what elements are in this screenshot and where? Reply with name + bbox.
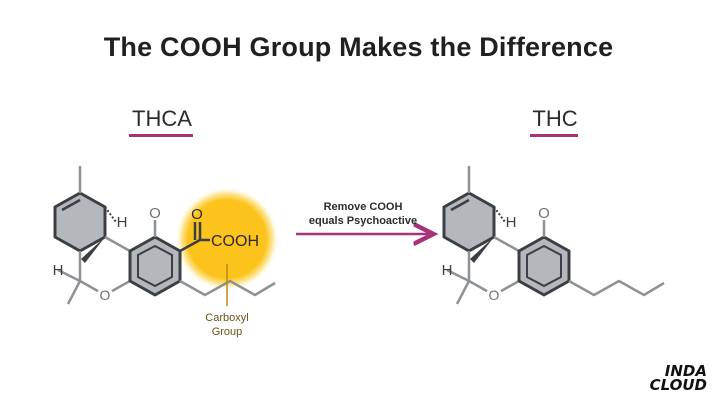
gem-methyl-2 (66, 280, 82, 305)
thc-wedge-lower (470, 237, 494, 263)
carboxyl-text: COOH (211, 233, 259, 250)
arrow-label-line1: Remove COOH (324, 201, 403, 213)
logo-line2: CLOUD (649, 376, 707, 394)
thca-ring-o: O (100, 287, 111, 303)
carboxyl-label-line2: Group (212, 326, 243, 338)
thc-hash-upper (493, 206, 506, 223)
carboxyl-bond (179, 238, 201, 253)
thc-gem-methyl-1 (446, 268, 470, 283)
ring-a-double-bond (61, 198, 81, 212)
thc-ring-b (467, 235, 521, 297)
thc-ring-a-double-bond (450, 198, 470, 212)
carboxyl-highlight (175, 187, 279, 291)
thc-pentyl-chain (568, 279, 665, 297)
thc-h-upper: H (506, 214, 517, 231)
thca-hydroxyl-o: O (149, 205, 161, 222)
ring-c-inner (137, 244, 173, 288)
thca-underline (129, 134, 193, 137)
carboxyl-label-line1: Carboxyl (205, 312, 248, 324)
thc-ring-o: O (489, 287, 500, 303)
page-title: The COOH Group Makes the Difference (103, 32, 614, 62)
thca-h-upper: H (117, 214, 128, 231)
ring-a (53, 191, 107, 253)
thc-ring-o-bg (486, 287, 502, 303)
wedge-lower (81, 237, 105, 263)
gem-methyl-1 (57, 268, 81, 283)
ring-o-bg (97, 287, 113, 303)
hash-upper (104, 206, 117, 223)
thc-label: THC (532, 106, 578, 131)
arrow-label-line2: equals Psychoactive (309, 215, 417, 227)
brand-logo: INDA CLOUD (649, 362, 707, 394)
thc-h-lower: H (442, 262, 453, 279)
thca-molecule (53, 166, 279, 306)
thca-label: THCA (132, 106, 192, 131)
thc-hydroxyl-o: O (538, 205, 550, 222)
carbonyl-o: O (191, 206, 203, 223)
logo-line1: INDA (664, 362, 707, 380)
thc-molecule (442, 166, 665, 305)
thc-underline (530, 134, 578, 137)
thc-ring-a (442, 191, 496, 253)
thc-ring-c-inner (526, 244, 562, 288)
thca-h-lower: H (53, 262, 64, 279)
pentyl-chain (179, 279, 276, 297)
ring-b (78, 235, 132, 297)
thc-gem-methyl-2 (455, 280, 471, 305)
